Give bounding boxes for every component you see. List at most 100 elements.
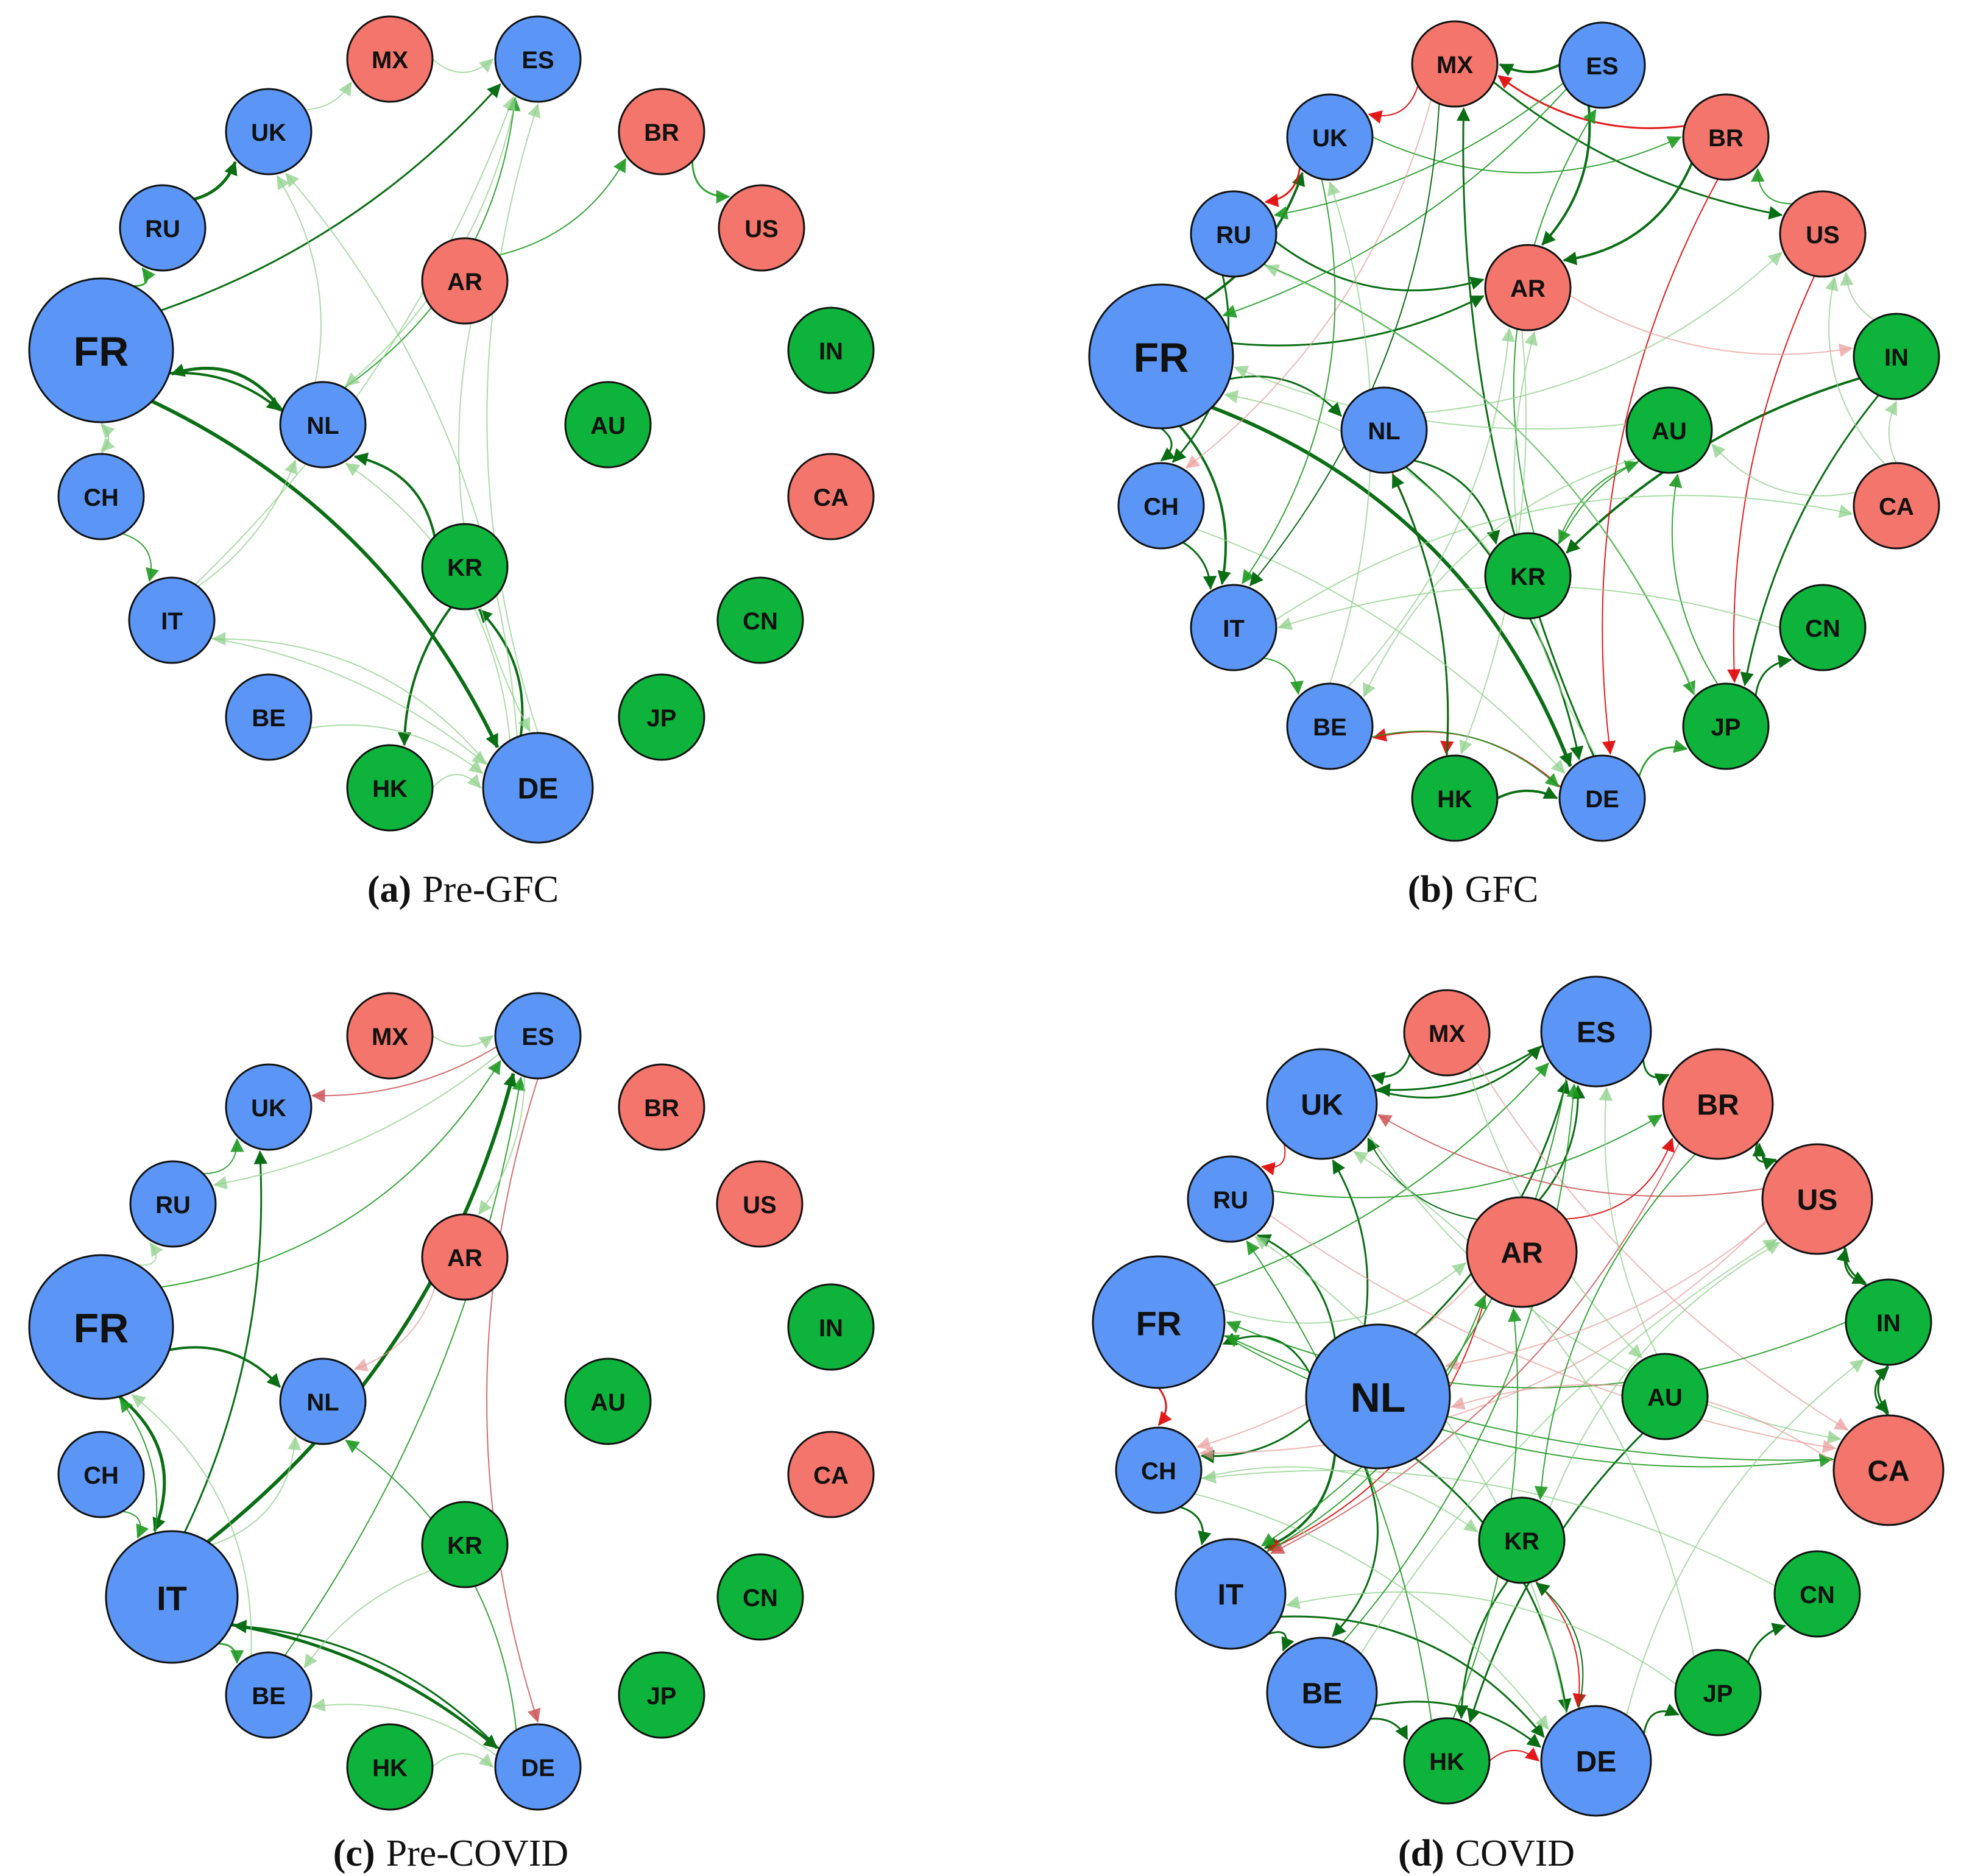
node-label: UK — [1312, 125, 1348, 152]
edge-ch-to-fr — [100, 423, 115, 455]
node-label: RU — [155, 1192, 191, 1219]
edge-uk-to-mx — [305, 81, 352, 111]
edge-ar-to-in — [1569, 295, 1853, 357]
edge-fr-to-ar — [1223, 1262, 1466, 1324]
edge-kr-to-de — [1535, 1580, 1586, 1708]
edge-de-to-uk — [285, 172, 518, 737]
edge-de-to-it — [233, 1619, 500, 1750]
node-label: FR — [1134, 334, 1189, 381]
edge-uk-to-ru — [1260, 1143, 1286, 1176]
node-circle — [1175, 1538, 1287, 1650]
node-circle — [1190, 584, 1277, 671]
node-us: US — [716, 1160, 804, 1248]
node-us: US — [1761, 1143, 1873, 1255]
node-circle — [716, 1160, 804, 1248]
node-label: AR — [1500, 1237, 1542, 1270]
node-label: US — [744, 216, 779, 242]
edge-layer — [1157, 1044, 1890, 1762]
node-jp: JP — [618, 1651, 705, 1739]
edge-fr-to-ar — [1231, 295, 1485, 347]
node-circle — [346, 1723, 434, 1811]
node-hk: HK — [346, 1723, 434, 1811]
node-jp: JP — [618, 673, 705, 761]
node-label: HK — [372, 1755, 408, 1782]
edge-hk-to-nl — [1391, 473, 1449, 757]
edge-nl-to-uk — [276, 175, 322, 383]
node-circle — [346, 744, 434, 832]
node-circle — [1845, 1278, 1932, 1366]
node-label: ES — [1577, 1017, 1616, 1049]
node-ru: RU — [129, 1160, 217, 1248]
node-fr: FR — [28, 1254, 174, 1400]
node-hk: HK — [1403, 1717, 1491, 1805]
node-circle — [1340, 386, 1428, 474]
node-label: HK — [1437, 786, 1472, 813]
node-circle — [105, 1530, 239, 1664]
edge-es-to-mx — [1499, 63, 1560, 76]
node-label: BE — [1313, 714, 1347, 741]
node-circle — [618, 88, 705, 175]
node-label: NL — [1351, 1375, 1406, 1421]
node-circle — [1484, 244, 1572, 331]
node-label: RU — [145, 216, 180, 242]
node-label: KR — [447, 554, 482, 581]
edge-layer — [100, 58, 730, 789]
node-fr: FR — [1088, 283, 1234, 430]
edge-us-to-uk — [1377, 1114, 1764, 1197]
node-circle — [1621, 1353, 1709, 1440]
node-label: CA — [1867, 1456, 1909, 1488]
node-circle — [421, 1213, 509, 1301]
node-ch: CH — [57, 453, 145, 540]
node-us: US — [1779, 190, 1867, 278]
node-circle — [225, 88, 313, 175]
edge-uk-to-ca — [1367, 1133, 1842, 1444]
node-circle — [1773, 1550, 1861, 1638]
edge-us-to-in — [1843, 1246, 1867, 1284]
edge-fr-to-ch — [1157, 1387, 1172, 1426]
edge-mx-to-uk — [1368, 85, 1419, 124]
edge-it-to-es — [194, 96, 515, 586]
node-circle — [1403, 1717, 1491, 1805]
node-label: US — [1806, 222, 1840, 249]
node-label: JP — [1711, 714, 1741, 741]
node-circle — [1286, 93, 1374, 181]
node-es: ES — [494, 15, 582, 103]
node-circle — [494, 1723, 582, 1811]
node-uk: UK — [225, 88, 313, 175]
edge-au-to-fr — [1234, 366, 1627, 430]
edge-it-to-de — [210, 637, 487, 765]
node-label: IT — [161, 608, 183, 635]
node-it: IT — [105, 1530, 239, 1664]
node-label: IN — [1884, 344, 1909, 371]
node-label: UK — [251, 119, 286, 146]
node-label: KR — [447, 1532, 482, 1559]
node-circle — [787, 1283, 875, 1371]
node-circle — [787, 306, 875, 394]
node-circle — [494, 15, 582, 103]
node-label: IT — [1218, 1579, 1244, 1612]
edge-mx-to-ch — [1185, 99, 1432, 469]
edge-layer — [1160, 63, 1898, 799]
edge-ru-to-ar — [1274, 241, 1485, 292]
node-circle — [279, 1357, 367, 1445]
node-ch: CH — [1117, 462, 1205, 550]
edge-it-to-de — [1280, 1615, 1545, 1738]
node-circle — [28, 1254, 174, 1400]
node-label: AR — [1510, 275, 1546, 302]
edge-fr-to-de — [1211, 405, 1572, 768]
node-ar: AR — [1484, 244, 1572, 331]
node-it: IT — [1175, 1538, 1287, 1650]
edge-ar-to-es — [1538, 1085, 1586, 1201]
node-de: DE — [482, 732, 594, 844]
node-be: BE — [225, 1651, 313, 1739]
edge-ca-to-in — [1874, 1366, 1890, 1417]
edge-ch-to-de — [1194, 1493, 1549, 1730]
node-label: DE — [521, 1755, 555, 1782]
edge-jp-to-au — [1669, 473, 1719, 685]
node-circle — [1115, 1426, 1203, 1514]
node-de: DE — [494, 1723, 582, 1811]
node-circle — [1558, 754, 1646, 842]
node-label: AR — [447, 269, 482, 296]
